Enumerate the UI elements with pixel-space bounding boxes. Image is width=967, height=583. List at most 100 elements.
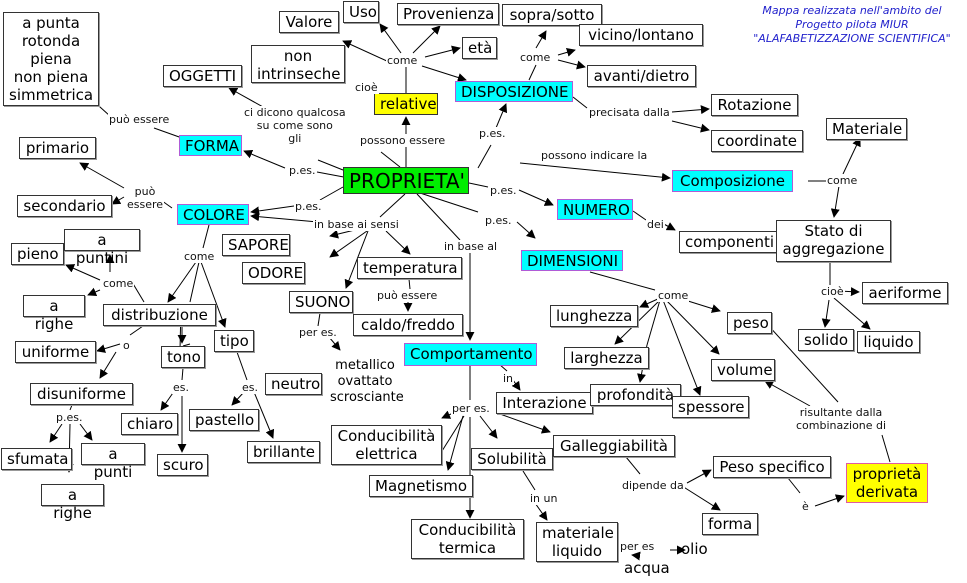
node-neutro[interactable]: neutro — [265, 373, 322, 395]
node-numero[interactable]: NUMERO — [557, 199, 633, 220]
node-proprieta[interactable]: PROPRIETA' — [343, 167, 469, 194]
node-materiale-liquido[interactable]: materiale liquido — [536, 522, 618, 562]
node-dimensioni[interactable]: DIMENSIONI — [521, 250, 623, 271]
node-brillante[interactable]: brillante — [247, 441, 320, 463]
connector-line — [589, 271, 656, 291]
node-avanti-dietro[interactable]: avanti/dietro — [587, 65, 696, 87]
node-stato-aggregazione[interactable]: Stato di aggregazione — [776, 220, 891, 262]
node-solubilita[interactable]: Solubilità — [471, 448, 553, 470]
node-pieno[interactable]: pieno — [11, 243, 64, 265]
node-oggetti[interactable]: OGGETTI — [163, 65, 242, 87]
link-dei: dei — [646, 218, 665, 231]
link-pes-numero: p.es. — [489, 184, 518, 197]
node-uso[interactable]: Uso — [343, 1, 379, 23]
link-in: in — [502, 372, 515, 385]
node-profondita[interactable]: profondità — [590, 384, 681, 406]
link-cioe: cioè — [354, 81, 379, 94]
node-provenienza[interactable]: Provenienza — [397, 3, 499, 25]
node-forma[interactable]: FORMA — [179, 135, 242, 156]
link-come-disposizione: come — [519, 51, 552, 64]
node-peso-specifico[interactable]: Peso specifico — [713, 456, 831, 478]
node-valore[interactable]: Valore — [279, 11, 339, 33]
connector-arrow — [535, 30, 547, 49]
node-olio[interactable]: olio — [681, 540, 708, 558]
node-scuro[interactable]: scuro — [157, 454, 208, 476]
link-es-tono: es. — [172, 381, 190, 394]
node-aeriforme[interactable]: aeriforme — [862, 282, 948, 304]
connector-line — [202, 224, 210, 249]
node-galleggiabilita[interactable]: Galleggiabilità — [553, 435, 675, 457]
node-sapore[interactable]: SAPORE — [222, 234, 290, 256]
node-cond-termica[interactable]: Conducibilità termica — [411, 519, 524, 559]
node-liquido[interactable]: liquido — [857, 331, 920, 353]
node-forma-small[interactable]: forma — [702, 513, 758, 535]
node-a-righe-2[interactable]: a righe — [41, 484, 104, 522]
connector-line — [646, 299, 661, 346]
node-sopra-sotto[interactable]: sopra/sotto — [502, 4, 602, 26]
node-a-punti[interactable]: a punti — [81, 443, 145, 481]
node-a-puntini[interactable]: a puntini — [64, 229, 140, 267]
node-secondario[interactable]: secondario — [17, 195, 112, 217]
node-volume[interactable]: volume — [711, 359, 775, 381]
connector-arrow — [814, 494, 845, 507]
link-come-dimensioni: come — [657, 289, 690, 302]
connector-line — [632, 210, 647, 221]
node-primario[interactable]: primario — [19, 137, 96, 159]
connector-line — [319, 186, 344, 201]
connector-arrow — [250, 212, 319, 223]
link-come-colore: come — [183, 250, 216, 263]
node-cond-elettrica[interactable]: Conducibilità elettrica — [331, 425, 442, 465]
node-larghezza[interactable]: larghezza — [564, 347, 649, 369]
node-acqua[interactable]: acqua — [624, 559, 670, 577]
node-suono[interactable]: SUONO — [289, 291, 353, 313]
node-disuniforme[interactable]: disuniforme — [30, 383, 133, 405]
node-lunghezza[interactable]: lunghezza — [550, 305, 638, 327]
node-materiale[interactable]: Materiale — [826, 118, 907, 140]
node-pastello[interactable]: pastello — [189, 409, 259, 431]
connector-arrow — [250, 205, 295, 216]
node-disposizione[interactable]: DISPOSIZIONE — [455, 81, 573, 102]
connector-arrow — [631, 551, 641, 561]
node-rotazione[interactable]: Rotazione — [711, 94, 798, 116]
connector-line — [468, 182, 489, 188]
node-proprieta-derivata[interactable]: proprietà derivata — [846, 463, 928, 503]
node-relative[interactable]: relative — [374, 93, 438, 115]
connector-line — [528, 64, 537, 81]
node-caldo-freddo[interactable]: caldo/freddo — [353, 314, 463, 336]
node-uniforme[interactable]: uniforme — [15, 341, 96, 363]
node-temperatura[interactable]: temperatura — [357, 257, 462, 279]
node-tono[interactable]: tono — [161, 346, 205, 368]
node-comportamento[interactable]: Comportamento — [404, 343, 537, 366]
link-come-composizione: come — [826, 174, 859, 187]
node-solido[interactable]: solido — [798, 329, 854, 351]
node-magnetismo[interactable]: Magnetismo — [369, 475, 473, 497]
node-vicino-lontano[interactable]: vicino/lontano — [579, 24, 703, 46]
node-eta[interactable]: età — [462, 37, 497, 59]
node-a-righe-1[interactable]: a righe — [23, 295, 85, 333]
node-spessore[interactable]: spessore — [672, 396, 749, 418]
node-colore[interactable]: COLORE — [177, 204, 249, 225]
connector-arrow — [231, 391, 245, 406]
node-componenti[interactable]: componenti — [679, 231, 780, 253]
node-tipo[interactable]: tipo — [214, 330, 254, 352]
connector-arrow — [833, 297, 871, 330]
node-suono-examples[interactable]: metallico ovattato scrosciante — [330, 358, 404, 405]
node-peso[interactable]: peso — [727, 312, 772, 334]
node-interazione[interactable]: Interazione — [496, 392, 593, 414]
node-coordinate[interactable]: coordinate — [711, 130, 803, 152]
connector-arrow — [518, 189, 554, 206]
node-odore[interactable]: ODORE — [242, 262, 305, 284]
node-sfumata[interactable]: sfumata — [1, 448, 72, 470]
link-o: o — [122, 339, 131, 352]
link-pes-forma: p.es. — [288, 164, 317, 177]
connector-arrow — [87, 287, 101, 297]
connector-line — [69, 404, 73, 411]
connector-arrow — [534, 502, 548, 521]
node-composizione[interactable]: Composizione — [672, 170, 793, 192]
node-non-intrinseche[interactable]: non intrinseche — [251, 45, 345, 83]
node-distribuzione[interactable]: distribuzione — [103, 304, 216, 326]
node-forma-shapes[interactable]: a punta rotonda piena non piena simmetri… — [3, 12, 99, 106]
connector-arrow — [821, 299, 831, 328]
node-chiaro[interactable]: chiaro — [121, 413, 178, 435]
connector-line — [625, 456, 641, 475]
